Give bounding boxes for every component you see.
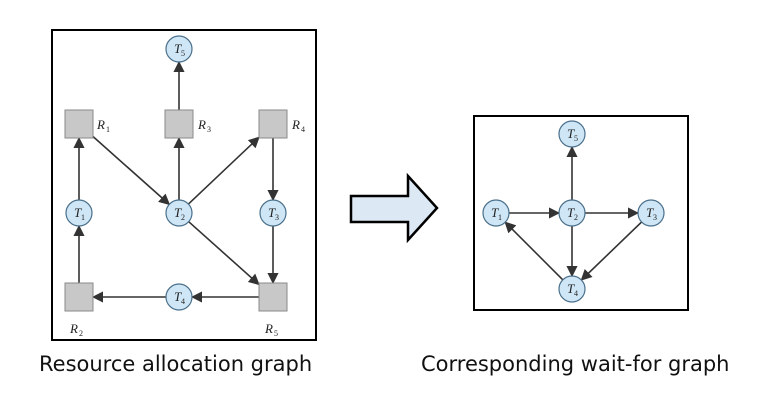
wfg-edge-t3-to-t4 — [580, 221, 643, 281]
wfg-thread-letter-t3: T — [646, 205, 654, 220]
wfg-thread-circle-t3 — [637, 199, 665, 227]
rag-resource-box-r1 — [64, 109, 94, 139]
rag-thread-sub-t5: 5 — [181, 49, 185, 58]
rag-thread-circle-t2 — [165, 199, 193, 227]
transform-arrow-icon — [349, 172, 439, 244]
rag-thread-letter-t3: T — [268, 205, 276, 220]
wfg-thread-letter-t2: T — [567, 205, 575, 220]
rag-thread-sub-t2: 2 — [181, 213, 185, 222]
rag-resource-box-r2 — [64, 282, 94, 312]
rag-edge-t2-to-r5 — [188, 221, 260, 286]
wfg-thread-circle-t1 — [482, 199, 510, 227]
rag-thread-circle-t4 — [165, 283, 193, 311]
rag-thread-sub-t4: 4 — [181, 297, 185, 306]
wfg-thread-sub-t2: 2 — [574, 213, 578, 222]
rag-resource-box-r4 — [258, 109, 288, 139]
wfg-thread-letter-t4: T — [567, 281, 575, 296]
rag-resource-box-r5 — [258, 282, 288, 312]
rag-resource-letter-r1: R — [96, 117, 105, 132]
rag-resource-sub-r2: 2 — [79, 329, 83, 338]
wait-for-edges — [504, 145, 643, 281]
rag-resource-sub-r3: 3 — [207, 125, 211, 134]
rag-resource-letter-r3: R — [197, 117, 206, 132]
rag-thread-circle-t1 — [65, 199, 93, 227]
rag-resource-letter-r5: R — [264, 321, 273, 336]
resource-allocation-edges — [73, 60, 279, 303]
wfg-thread-sub-t4: 4 — [574, 289, 578, 298]
wfg-edge-t4-to-t1 — [504, 221, 564, 281]
rag-thread-sub-t3: 3 — [275, 213, 279, 222]
rag-resource-sub-r1: 1 — [106, 125, 110, 134]
rag-resource-sub-r4: 4 — [301, 125, 305, 134]
wfg-thread-sub-t1: 1 — [498, 213, 502, 222]
left-caption: Resource allocation graph — [39, 352, 312, 376]
rag-thread-letter-t5: T — [174, 41, 182, 56]
rag-thread-sub-t1: 1 — [81, 213, 85, 222]
rag-resource-letter-r4: R — [291, 117, 300, 132]
right-caption: Corresponding wait-for graph — [421, 352, 730, 376]
rag-resource-sub-r5: 5 — [274, 329, 278, 338]
wfg-thread-letter-t5: T — [567, 126, 575, 141]
wfg-thread-sub-t3: 3 — [653, 213, 657, 222]
rag-thread-circle-t3 — [259, 199, 287, 227]
wfg-thread-sub-t5: 5 — [574, 134, 578, 143]
wfg-thread-circle-t5 — [558, 120, 586, 148]
wfg-thread-circle-t4 — [558, 275, 586, 303]
rag-thread-letter-t4: T — [174, 289, 182, 304]
wfg-thread-letter-t1: T — [491, 205, 499, 220]
rag-thread-letter-t1: T — [74, 205, 82, 220]
rag-thread-circle-t5 — [165, 35, 193, 63]
rag-edge-t2-to-r4 — [187, 136, 260, 205]
rag-thread-letter-t2: T — [174, 205, 182, 220]
rag-edge-r1-to-t2 — [92, 135, 171, 206]
wfg-thread-circle-t2 — [558, 199, 586, 227]
rag-resource-box-r3 — [164, 109, 194, 139]
rag-resource-letter-r2: R — [69, 321, 78, 336]
